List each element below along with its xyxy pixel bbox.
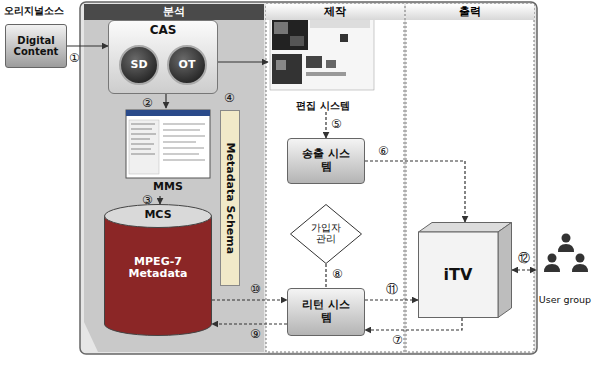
subscriber-diamond: 가입자 관리	[290, 204, 362, 264]
flow-arrow	[165, 94, 166, 108]
ot-circle-text: OT	[179, 59, 196, 72]
mcs-database: MCS MPEG-7 Metadata	[104, 204, 212, 336]
flow-arrow	[67, 45, 108, 46]
sd-circle: SD	[119, 45, 159, 85]
analysis-band-text: 분석	[84, 4, 264, 20]
output-region	[406, 4, 534, 352]
callout-number: ⑤	[331, 118, 342, 130]
production-band-text: 제작	[266, 4, 404, 20]
mms-screenshot	[126, 110, 210, 178]
playout-system-text: 송출 시스템	[300, 148, 352, 173]
production-region	[266, 4, 404, 352]
mcs-database-text: MCS	[144, 209, 171, 222]
callout-number: ⑪	[386, 283, 398, 295]
user-icons	[544, 234, 588, 273]
cas-box-text: CAS	[150, 24, 177, 38]
flow-arrow	[512, 269, 536, 270]
outer-panel	[80, 2, 537, 354]
source-box: Digital Content	[5, 24, 67, 68]
return-system-text: 리턴 시스템	[300, 299, 352, 324]
flow-arrow	[212, 299, 287, 300]
itv-box-text: iTV	[444, 266, 473, 284]
user-group: User group	[536, 226, 594, 306]
flow-arrow	[325, 112, 326, 138]
metadata-schema-bar-text: Metadata Schema	[224, 142, 237, 254]
flow-arrow	[325, 264, 326, 288]
callout-number: ③	[142, 194, 153, 206]
callout-number: ⑫	[518, 252, 530, 264]
return-system: 리턴 시스템	[287, 288, 365, 336]
flow-arrow	[218, 61, 268, 62]
output-band: 출력 iTV	[406, 4, 534, 352]
mcs-database-text: MPEG-7 Metadata	[112, 256, 204, 281]
callout-number: ⑥	[378, 145, 389, 157]
editing-screenshot	[270, 16, 374, 90]
user-group-text: User group	[539, 295, 591, 306]
callout-number: ①	[69, 52, 80, 64]
metadata-schema-bar: Metadata Schema	[220, 110, 240, 286]
editing-system-text: 편집 시스템	[296, 100, 349, 112]
callout-number: ⑩	[250, 283, 261, 295]
sd-circle-text: SD	[130, 59, 147, 72]
callout-number: ⑦	[392, 334, 403, 346]
callout-number: ④	[224, 92, 235, 104]
production-band: 제작편집 시스템송출 시스템가입자 관리리턴 시스템	[266, 4, 404, 352]
analysis-band: 분석 CAS SD OT MMS MCS MPEG-7 Metadata Metadata S…	[84, 4, 264, 352]
editing-system: 편집 시스템	[268, 14, 378, 112]
flow-arrow	[212, 323, 287, 324]
source-box-text: Digital Content	[8, 35, 64, 58]
itv-box: iTV	[418, 222, 512, 318]
cas-box: CAS SD OT	[108, 20, 218, 94]
callout-number: ⑨	[250, 328, 261, 340]
flow-arrow	[365, 299, 418, 300]
playout-system: 송출 시스템	[287, 138, 365, 184]
flow-arrow	[365, 318, 462, 330]
subscriber-diamond-text: 가입자 관리	[306, 223, 346, 245]
mms-screen-text: MMS	[153, 181, 183, 194]
flow-arrow	[365, 161, 465, 222]
callout-number: ⑧	[332, 268, 343, 280]
source-label: 오리지널소스	[4, 6, 64, 16]
mms-screen: MMS	[122, 108, 214, 196]
output-band-text: 출력	[406, 4, 534, 20]
flow-arrow	[159, 196, 160, 204]
callout-number: ②	[142, 97, 153, 109]
ot-circle: OT	[167, 45, 207, 85]
